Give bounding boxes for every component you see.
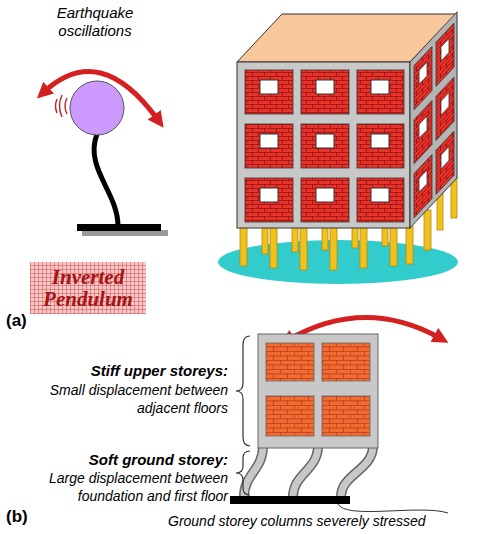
annotation-label: Ground storey columns severely stressed — [168, 512, 480, 530]
column — [341, 446, 373, 497]
annotation-label: Small displacement between adjacent floo… — [26, 381, 228, 417]
stilt-column — [300, 226, 307, 270]
window — [441, 38, 449, 61]
brick-panel — [414, 101, 432, 164]
window — [441, 92, 449, 115]
brick-panel — [414, 47, 432, 110]
brick-panel — [414, 155, 432, 218]
upper-frame — [258, 334, 378, 448]
stilt-column — [240, 226, 247, 266]
window — [419, 116, 427, 139]
vibration-marks — [56, 95, 68, 117]
window — [260, 134, 278, 148]
pendulum-label-box: Inverted Pendulum — [30, 262, 146, 314]
column-outline — [244, 446, 263, 497]
annotation-label: Large displacement between foundation an… — [26, 469, 228, 505]
brick-panel — [436, 131, 454, 194]
front-windows — [260, 80, 389, 202]
brick-panel — [357, 124, 404, 168]
brick-panel — [245, 124, 293, 168]
brick-infill — [266, 343, 314, 381]
window — [419, 62, 427, 85]
annotation-label: (b) — [6, 508, 46, 526]
window — [441, 146, 449, 169]
column-outline — [293, 446, 318, 497]
window — [419, 170, 427, 193]
leader-line — [338, 504, 448, 513]
brick-infill — [322, 343, 370, 381]
brick-panel — [245, 70, 293, 114]
brick-panel — [301, 70, 349, 114]
window — [316, 134, 334, 148]
window — [316, 80, 334, 94]
column — [293, 446, 318, 497]
window — [260, 80, 278, 94]
pendulum-base — [77, 224, 161, 231]
side-face — [410, 12, 457, 228]
foundation — [230, 496, 350, 504]
node-text-stack: Inverted Pendulum — [30, 266, 146, 310]
annotation-label: Soft ground storey: — [26, 451, 228, 469]
window — [371, 134, 389, 148]
column-outline — [341, 446, 373, 497]
brick-panel — [436, 77, 454, 140]
window — [260, 188, 278, 202]
brick-panel — [357, 70, 404, 114]
stilt-column — [406, 226, 413, 264]
brick-infill — [266, 396, 314, 436]
column — [244, 446, 263, 497]
pendulum-mass — [70, 81, 124, 135]
node-label: Inverted Pendulum — [30, 266, 146, 310]
window — [371, 80, 389, 94]
side-wall — [410, 12, 457, 228]
brick-infill — [322, 396, 370, 436]
brick-panel — [301, 124, 349, 168]
annotation-label: (a) — [6, 312, 46, 330]
brace — [236, 451, 250, 495]
brick-panel — [436, 23, 454, 86]
annotation-label: Earthquake oscillations — [38, 4, 152, 40]
stilt-column — [360, 226, 367, 268]
brick-panel — [245, 178, 293, 222]
annotation-label: Stiff upper storeys: — [26, 362, 228, 380]
window — [371, 188, 389, 202]
brick-panel — [301, 178, 349, 222]
ground-plate — [218, 240, 458, 284]
front-face — [237, 62, 410, 228]
window — [316, 188, 334, 202]
front-panels — [245, 70, 404, 222]
pendulum-stem — [94, 134, 118, 226]
stilt-column — [270, 226, 277, 268]
stilt-column — [330, 226, 337, 270]
stilt-column — [390, 226, 397, 266]
soft-storey-columns — [244, 446, 373, 497]
brace — [236, 336, 250, 446]
brick-panel — [357, 178, 404, 222]
stilt-column — [424, 210, 431, 250]
